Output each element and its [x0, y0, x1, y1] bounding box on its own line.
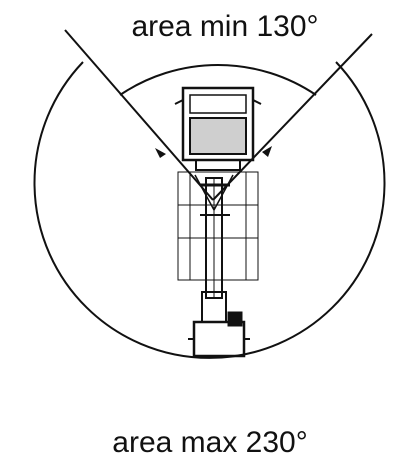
machine-cab [174, 86, 262, 171]
right-arrowhead [262, 146, 272, 157]
min-area-label: area min 130° [131, 10, 318, 43]
max-area-label: area max 230° [112, 426, 307, 459]
left-boundary-line [64, 29, 214, 201]
left-arrowhead [155, 148, 166, 158]
tool-head [188, 311, 250, 358]
max-area-circle [33, 61, 386, 359]
min-area-arc [119, 64, 317, 96]
boom-arm [194, 174, 234, 323]
chassis-frame [177, 171, 259, 281]
